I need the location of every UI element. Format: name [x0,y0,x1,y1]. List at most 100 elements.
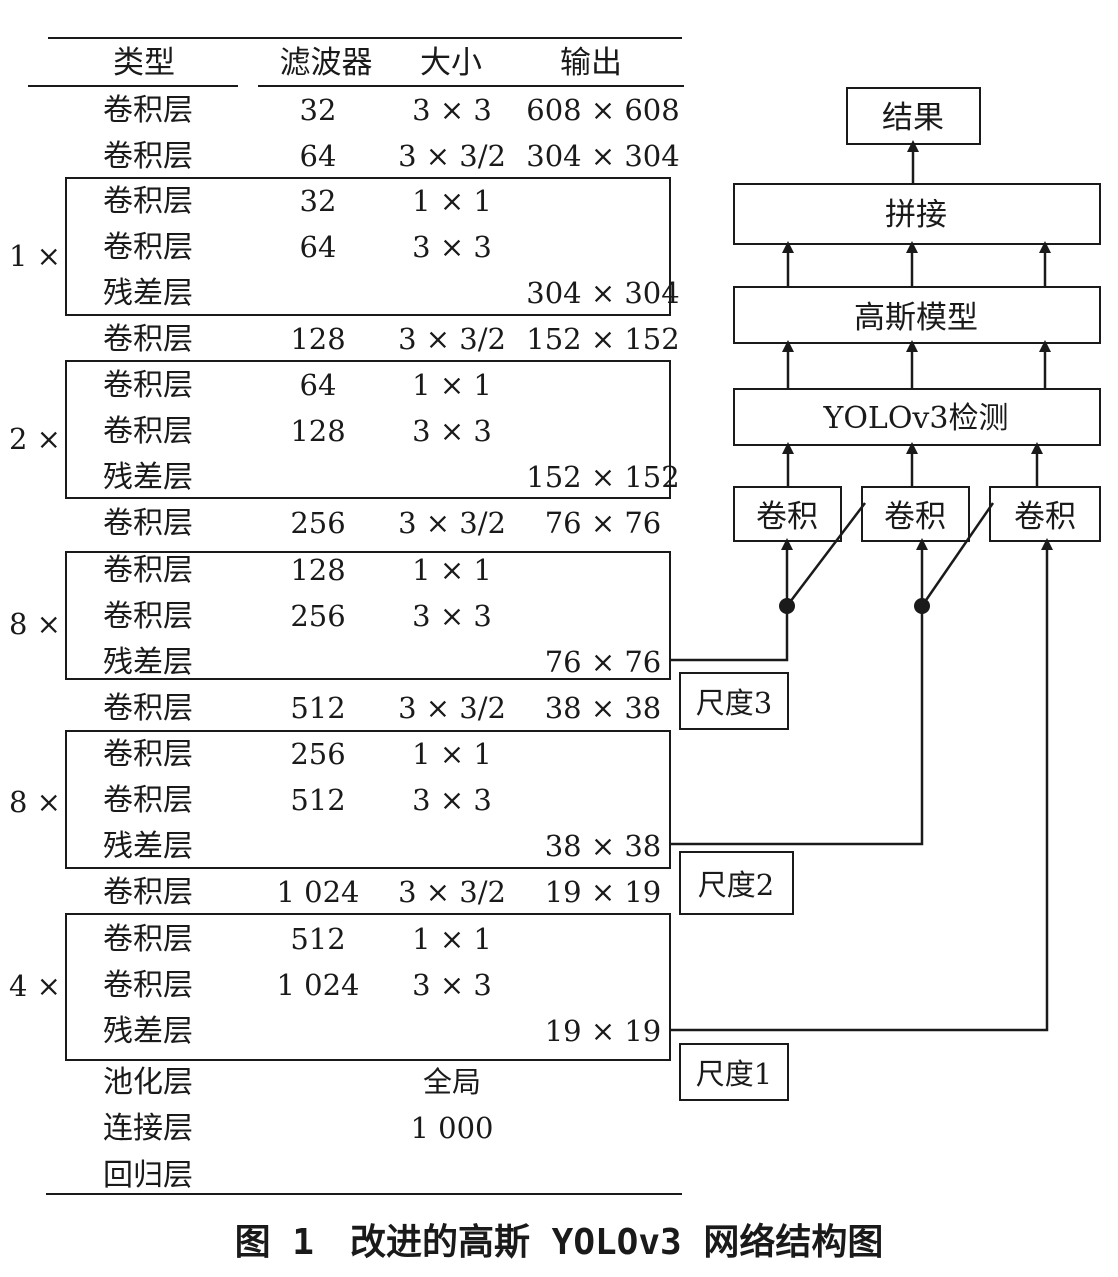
row-6-type: 卷积层 [103,322,193,357]
row-2-output: 304 × 304 [526,139,679,173]
repeat-label-4: 8 × [9,785,61,819]
repeat-label-1: 1 × [9,239,61,273]
row-6-output: 152 × 152 [526,322,679,356]
row-14-filters: 512 [290,691,345,725]
row-14-type: 卷积层 [103,691,193,726]
gaussian-model-label: 高斯模型 [854,300,978,336]
row-24-type: 回归层 [103,1158,193,1193]
row-2-size: 3 × 3/2 [398,139,506,173]
conv-box-1 [733,486,842,542]
row-13-output: 76 × 76 [545,645,662,679]
conv-box-2 [861,486,970,542]
conv-label-2: 卷积 [884,499,946,535]
row-11-filters: 128 [290,553,345,587]
upsample-line-2 [920,502,995,607]
repeat-label-3: 8 × [9,607,61,641]
row-3-size: 1 × 1 [412,184,492,218]
row-15-type: 卷积层 [103,737,193,772]
row-23-size: 1 000 [410,1111,493,1145]
result-label: 结果 [882,100,944,136]
row-21-output: 19 × 19 [545,1014,662,1048]
row-22-size: 全局 [423,1065,481,1099]
row-10-output: 76 × 76 [545,506,662,540]
row-9-type: 残差层 [103,460,193,495]
row-3-type: 卷积层 [103,184,193,219]
conv-label-1: 卷积 [756,499,818,535]
yolo-detect-label: YOLOv3检测 [823,401,1009,436]
concat-box [733,183,1101,245]
row-7-size: 1 × 1 [412,368,492,402]
row-18-size: 3 × 3/2 [398,875,506,909]
row-4-size: 3 × 3 [412,230,492,264]
row-20-size: 3 × 3 [412,968,492,1002]
scale2-connector [670,606,924,846]
concat-label: 拼接 [885,197,947,233]
row-10-filters: 256 [290,506,345,540]
gaussian-model-box [733,286,1101,344]
row-17-type: 残差层 [103,829,193,864]
scale1-connector [670,560,1049,1032]
row-1-output: 608 × 608 [526,93,679,127]
row-8-size: 3 × 3 [412,414,492,448]
row-7-type: 卷积层 [103,368,193,403]
header-output: 输出 [560,45,622,81]
scale3-connector [670,606,789,662]
row-15-filters: 256 [290,737,345,771]
row-18-filters: 1 024 [276,875,359,909]
row-12-size: 3 × 3 [412,599,492,633]
row-19-type: 卷积层 [103,922,193,957]
row-11-size: 1 × 1 [412,553,492,587]
row-3-filters: 32 [300,184,337,218]
repeat-label-2: 2 × [9,422,61,456]
row-12-filters: 256 [290,599,345,633]
row-16-type: 卷积层 [103,783,193,818]
row-11-type: 卷积层 [103,553,193,588]
scale2-label: 尺度2 [698,868,774,902]
row-19-filters: 512 [290,922,345,956]
result-box [846,87,981,145]
row-4-filters: 64 [300,230,337,264]
row-1-type: 卷积层 [103,93,193,128]
row-22-type: 池化层 [103,1065,193,1100]
figure-caption: 图 1 改进的高斯 YOLOv3 网络结构图 [235,1221,884,1263]
yolo-detect-box [733,388,1101,446]
row-14-size: 3 × 3/2 [398,691,506,725]
scale2-box [679,851,794,915]
row-17-output: 38 × 38 [545,829,662,863]
row-15-size: 1 × 1 [412,737,492,771]
row-16-size: 3 × 3 [412,783,492,817]
scale1-label: 尺度1 [696,1057,772,1091]
row-5-output: 304 × 304 [526,276,679,310]
row-23-type: 连接层 [103,1111,193,1146]
conv-label-3: 卷积 [1014,499,1076,535]
row-21-type: 残差层 [103,1014,193,1049]
row-20-filters: 1 024 [276,968,359,1002]
row-10-size: 3 × 3/2 [398,506,506,540]
residual-block-box-3 [65,551,671,680]
residual-block-box-4 [65,730,671,869]
scale3-label: 尺度3 [696,686,772,720]
header-filters: 滤波器 [280,45,373,81]
row-14-output: 38 × 38 [545,691,662,725]
scale3-box [679,672,789,730]
row-1-filters: 32 [300,93,337,127]
upsample-line-1 [786,502,866,607]
header-type: 类型 [113,45,175,81]
row-20-type: 卷积层 [103,968,193,1003]
row-13-type: 残差层 [103,645,193,680]
scale1-box [679,1043,789,1101]
residual-block-box-2 [65,360,671,499]
row-4-type: 卷积层 [103,230,193,265]
header-size: 大小 [420,45,482,81]
row-2-filters: 64 [300,139,337,173]
row-19-size: 1 × 1 [412,922,492,956]
row-5-type: 残差层 [103,276,193,311]
row-6-size: 3 × 3/2 [398,322,506,356]
row-18-output: 19 × 19 [545,875,662,909]
detection-diagram: 结果 拼接 高斯模型 YOLOv3检测 卷积 卷积 卷积 [670,87,1101,1101]
row-10-type: 卷积层 [103,506,193,541]
row-7-filters: 64 [300,368,337,402]
row-8-filters: 128 [290,414,345,448]
